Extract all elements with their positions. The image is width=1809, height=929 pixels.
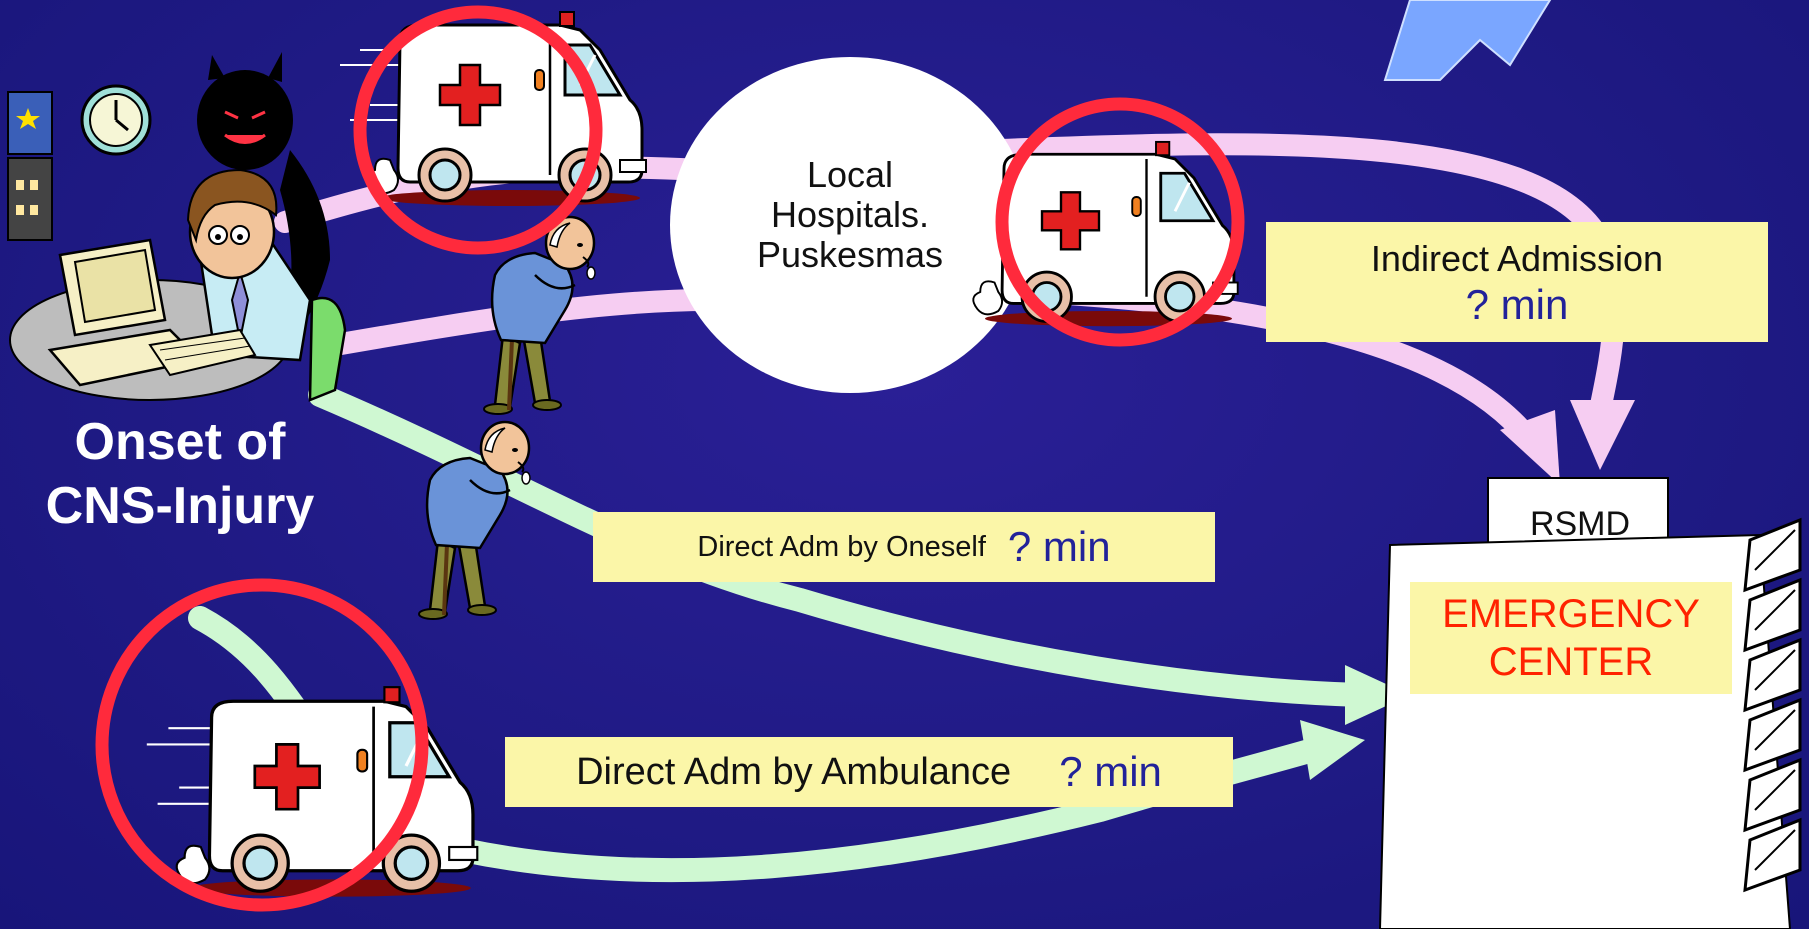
onset-line-2: CNS-Injury bbox=[45, 477, 315, 535]
local-hospital-label: Local Hospitals. Puskesmas bbox=[720, 155, 980, 275]
indirect-admission-label: Indirect Admission bbox=[1370, 238, 1664, 279]
emergency-center-line-2: CENTER bbox=[1488, 640, 1654, 684]
indirect-admission-time: ? min bbox=[1465, 281, 1569, 328]
direct-ambulance-label: Direct Adm by Ambulance bbox=[576, 750, 1012, 793]
direct-self-box: Direct Adm by Oneself ? min bbox=[593, 512, 1215, 582]
local-hospital-line-1: Local bbox=[806, 154, 894, 195]
emergency-center-line-1: EMERGENCY bbox=[1442, 592, 1700, 636]
ambulance-icon bbox=[145, 685, 479, 899]
emergency-center-box: EMERGENCY CENTER bbox=[1410, 582, 1732, 694]
direct-self-label: Direct Adm by Oneself bbox=[697, 530, 986, 563]
onset-line-1: Onset of bbox=[74, 413, 286, 471]
arrow-icon bbox=[1383, 0, 1552, 81]
indirect-admission-box: Indirect Admission ? min bbox=[1266, 222, 1768, 342]
computer-icon bbox=[47, 238, 257, 387]
direct-ambulance-box: Direct Adm by Ambulance ? min bbox=[505, 737, 1233, 807]
onset-label: Onset of CNS-Injury bbox=[10, 410, 350, 538]
office-worker-icon bbox=[7, 52, 347, 402]
clock-icon bbox=[80, 84, 152, 156]
rsmd-label: RSMD bbox=[1529, 505, 1631, 543]
direct-self-time: ? min bbox=[1007, 523, 1111, 570]
local-hospital-circle bbox=[670, 57, 1030, 393]
local-hospital-line-2: Hospitals. bbox=[770, 194, 930, 235]
highlight-circle bbox=[95, 578, 429, 912]
highlight-circle bbox=[353, 5, 603, 255]
direct-ambulance-time: ? min bbox=[1059, 748, 1162, 795]
hospital-building-icon bbox=[1378, 477, 1802, 929]
highlight-circle bbox=[995, 97, 1245, 347]
local-hospital-line-3: Puskesmas bbox=[756, 234, 944, 275]
